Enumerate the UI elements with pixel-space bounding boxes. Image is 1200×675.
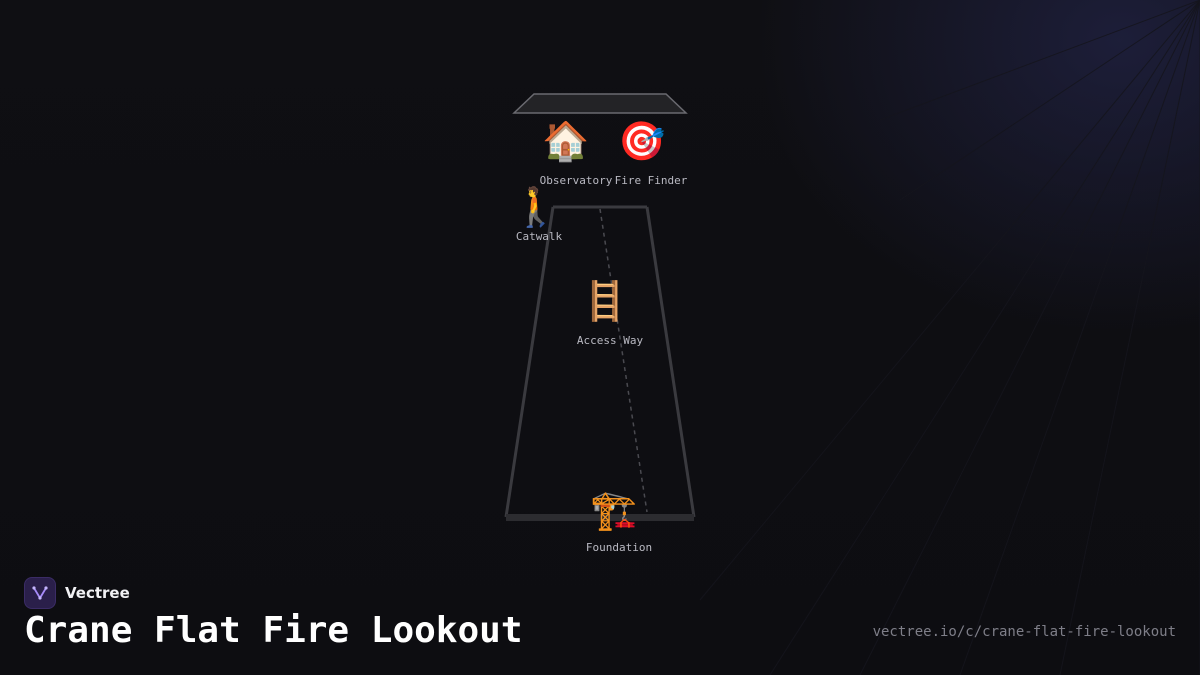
tower-roof xyxy=(512,93,688,114)
page-url[interactable]: vectree.io/c/crane-flat-fire-lookout xyxy=(872,624,1176,640)
page-title: Crane Flat Fire Lookout xyxy=(24,610,523,651)
access-path-line xyxy=(599,208,648,513)
construction-crane-icon: 🏗️ xyxy=(590,488,638,532)
tower-base xyxy=(506,514,694,521)
walking-person-icon: 🚶 xyxy=(512,185,560,229)
tower-left-leg xyxy=(504,206,555,518)
node-label-fire-finder: Fire Finder xyxy=(614,174,688,187)
node-label-catwalk: Catwalk xyxy=(515,230,563,243)
node-label-foundation: Foundation xyxy=(585,541,653,554)
brand: Vectree xyxy=(24,577,130,609)
target-icon: 🎯 xyxy=(618,119,666,163)
node-label-observatory: Observatory xyxy=(539,174,613,187)
ladder-icon: 🪜 xyxy=(581,279,629,323)
vectree-logo-icon xyxy=(24,577,56,609)
node-label-access-way: Access Way xyxy=(576,334,644,347)
house-icon: 🏠 xyxy=(542,119,590,163)
tower-right-leg xyxy=(645,206,696,518)
brand-name: Vectree xyxy=(65,584,130,602)
